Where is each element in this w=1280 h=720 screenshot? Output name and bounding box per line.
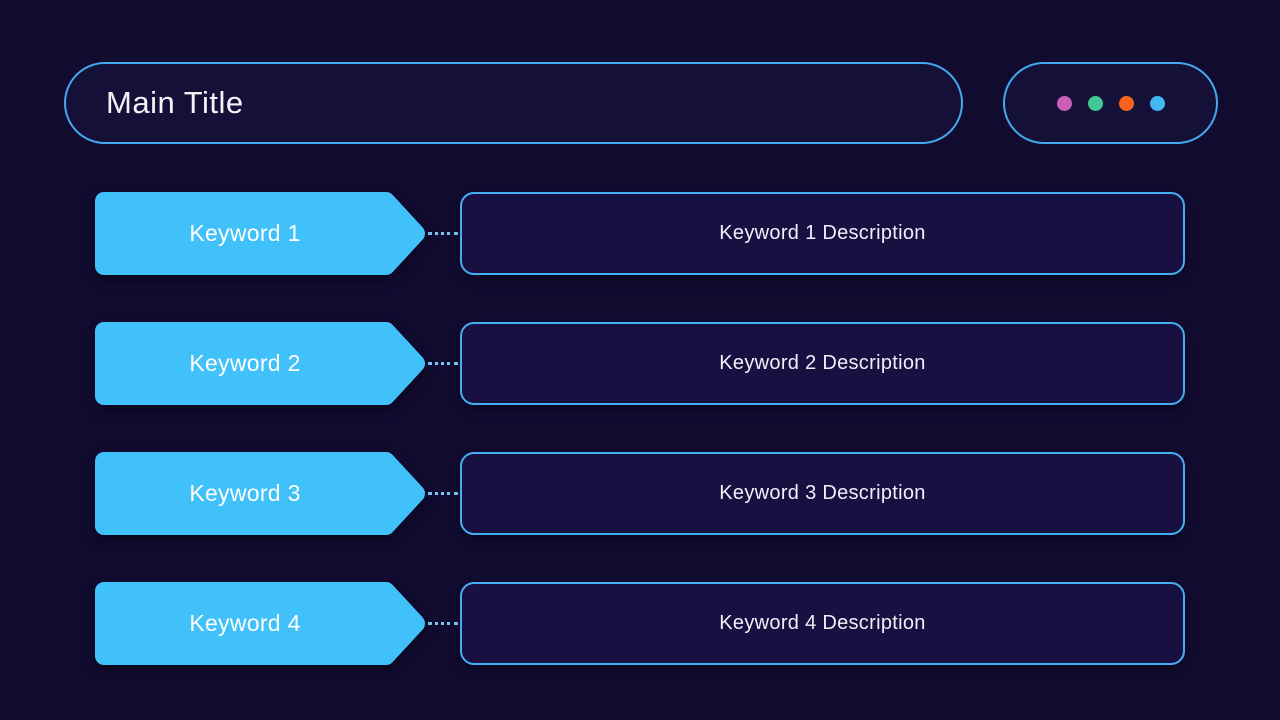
description-text: Keyword 4 Description: [719, 612, 926, 634]
dotted-connector: [428, 362, 458, 365]
arrow-tag-shape: [95, 192, 425, 275]
green-dot-icon: [1087, 95, 1103, 111]
main-title: Main Title: [106, 85, 244, 120]
orange-dot-icon: [1118, 95, 1134, 111]
dotted-connector: [428, 622, 458, 625]
blue-dot-icon: [1149, 95, 1165, 111]
keyword-tag-1: Keyword 1: [95, 192, 425, 275]
keyword-tag-3: Keyword 3: [95, 452, 425, 535]
keyword-tag-4: Keyword 4: [95, 582, 425, 665]
keyword-tag-2: Keyword 2: [95, 322, 425, 405]
keyword-row-4: Keyword 4 Keyword 4 Description: [95, 582, 1185, 665]
arrow-tag-shape: [95, 452, 425, 535]
main-title-box: Main Title: [64, 62, 963, 144]
description-text: Keyword 3 Description: [719, 482, 926, 504]
dotted-connector: [428, 492, 458, 495]
keyword-row-1: Keyword 1 Keyword 1 Description: [95, 192, 1185, 275]
description-box-4: Keyword 4 Description: [460, 582, 1185, 665]
dotted-connector: [428, 232, 458, 235]
keyword-label: Keyword 1: [189, 220, 301, 246]
arrow-tag-shape: [95, 322, 425, 405]
decorative-dots-pill: [1003, 62, 1218, 144]
description-text: Keyword 2 Description: [719, 352, 926, 374]
keyword-label: Keyword 3: [189, 480, 301, 506]
description-box-3: Keyword 3 Description: [460, 452, 1185, 535]
description-text: Keyword 1 Description: [719, 222, 926, 244]
keyword-label: Keyword 2: [189, 350, 301, 376]
keyword-row-2: Keyword 2 Keyword 2 Description: [95, 322, 1185, 405]
keyword-label: Keyword 4: [189, 610, 301, 636]
keyword-row-3: Keyword 3 Keyword 3 Description: [95, 452, 1185, 535]
description-box-2: Keyword 2 Description: [460, 322, 1185, 405]
description-box-1: Keyword 1 Description: [460, 192, 1185, 275]
pink-dot-icon: [1056, 95, 1072, 111]
arrow-tag-shape: [95, 582, 425, 665]
